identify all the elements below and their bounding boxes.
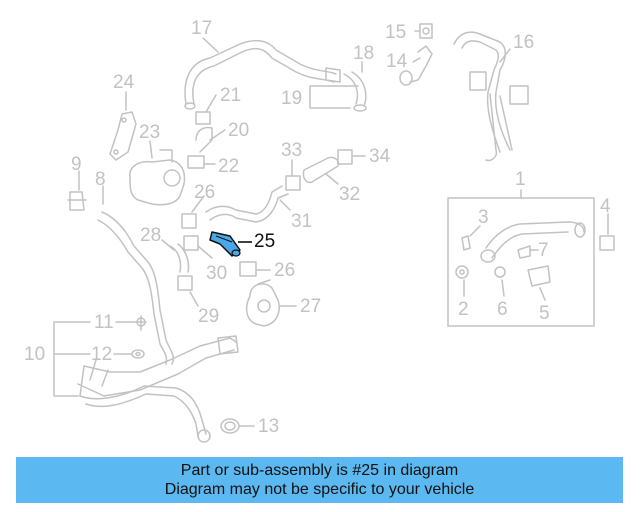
pipe-part-31 [205, 185, 289, 223]
callout-21: 21 [220, 85, 242, 106]
callout-8: 8 [95, 169, 106, 190]
info-banner: Part or sub-assembly is #25 in diagram D… [16, 457, 623, 503]
hose-part-17 [184, 39, 337, 110]
callout-27: 27 [300, 296, 322, 317]
callout-3: 3 [478, 207, 489, 228]
callout-19: 19 [281, 88, 303, 109]
hose-part-16 [453, 31, 529, 162]
callout-6: 6 [497, 299, 508, 320]
leader-lines [53, 30, 609, 427]
callout-26-lower: 26 [274, 260, 296, 281]
clamp-part-34 [337, 149, 353, 165]
hose-part-20 [195, 126, 213, 153]
callout-10: 10 [24, 344, 46, 365]
callout-17: 17 [191, 18, 213, 39]
callout-22: 22 [218, 156, 240, 177]
callout-23: 23 [139, 122, 161, 143]
callout-32: 32 [339, 184, 361, 205]
callout-7: 7 [538, 240, 549, 261]
callout-11: 11 [94, 312, 114, 333]
callout-1: 1 [515, 169, 526, 190]
pipe-part-8 [97, 211, 175, 365]
clamp-part-33 [285, 175, 301, 191]
callout-30: 30 [206, 263, 228, 284]
callout-4: 4 [600, 196, 611, 217]
callout-14: 14 [386, 51, 408, 72]
oring-part-13 [220, 418, 240, 434]
callout-9: 9 [71, 154, 82, 175]
housing-part-27 [245, 279, 280, 327]
hose-part-25-highlighted [209, 231, 252, 257]
banner-line-disclaimer: Diagram may not be specific to your vehi… [164, 481, 475, 498]
bolt-part-11 [135, 315, 147, 331]
clamp-part-26-lower [239, 261, 257, 277]
hose-part-28 [169, 243, 190, 273]
clamp-part-26-upper [181, 213, 197, 229]
pump-part-23 [129, 149, 186, 206]
callout-15: 15 [385, 22, 407, 43]
clamp-part-15 [419, 23, 433, 39]
hose-part-32 [302, 156, 340, 184]
callout-24: 24 [113, 72, 135, 93]
clamp-part-22 [187, 155, 205, 169]
callout-5: 5 [539, 303, 550, 324]
clamp-part-29 [177, 275, 193, 291]
callout-28: 28 [140, 225, 162, 246]
callout-18: 18 [353, 43, 375, 64]
hose-part-18 [325, 67, 367, 112]
washer-part-12 [131, 349, 145, 359]
clamp-part-30 [183, 235, 199, 251]
bracket-part-24 [109, 111, 137, 161]
callout-16: 16 [513, 32, 535, 53]
clamp-part-9 [67, 191, 87, 211]
hose-part-14 [399, 45, 433, 86]
callout-29: 29 [198, 306, 220, 327]
callout-25: 25 [254, 231, 276, 252]
callout-2: 2 [458, 299, 469, 320]
clamp-part-21 [195, 111, 211, 125]
callout-26-upper: 26 [194, 182, 216, 203]
callout-34: 34 [369, 146, 391, 167]
callout-31: 31 [291, 211, 313, 232]
group-box-part-1 [447, 189, 615, 327]
banner-line-part-info: Part or sub-assembly is #25 in diagram [180, 462, 459, 479]
pipe-assembly-part-10 [77, 335, 239, 443]
callout-33: 33 [281, 140, 303, 161]
callout-12: 12 [91, 344, 113, 365]
callout-13: 13 [258, 416, 280, 437]
callout-20: 20 [228, 120, 250, 141]
